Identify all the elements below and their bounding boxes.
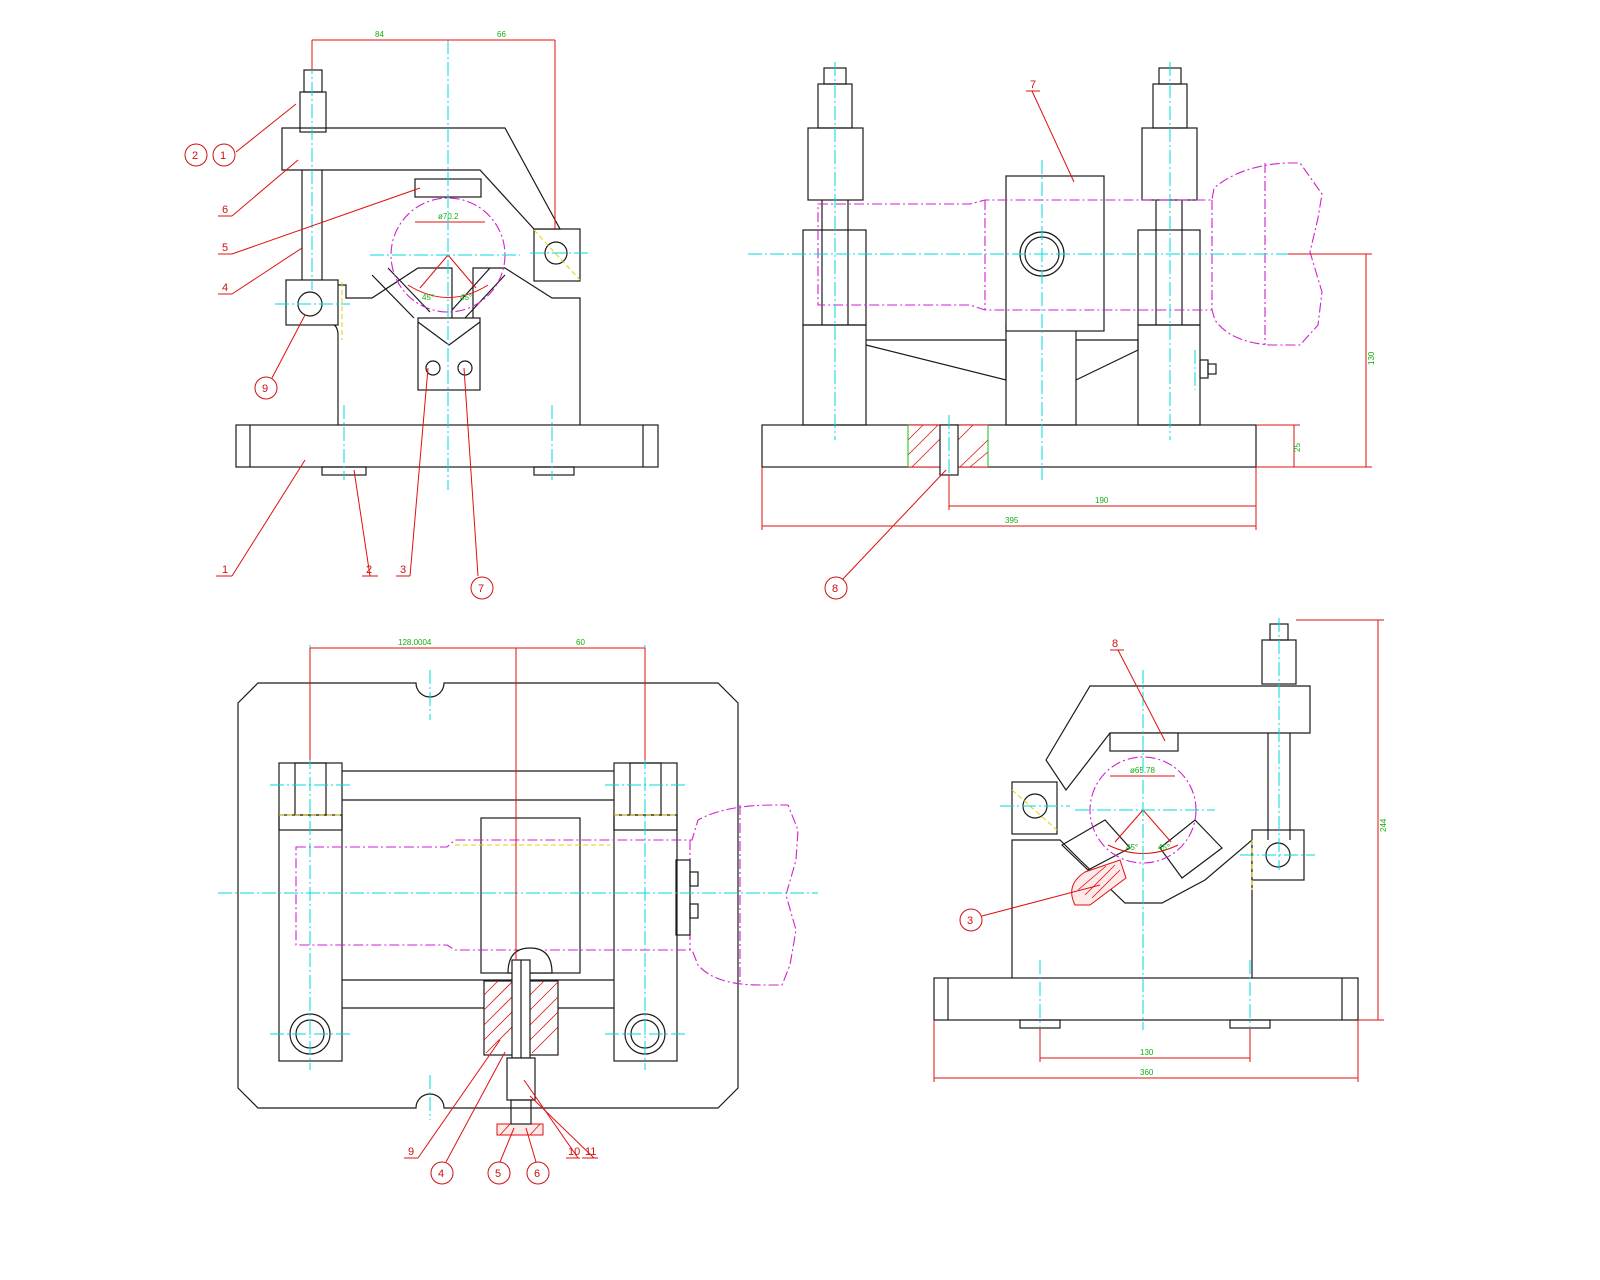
plan-balloon-5 xyxy=(487,1161,511,1185)
alt-locating-pin xyxy=(1071,859,1127,906)
svg-text:6: 6 xyxy=(534,1168,540,1180)
side-balloon-8 xyxy=(824,576,848,600)
plan-balloon-6 xyxy=(526,1161,550,1185)
alt-left-pivot xyxy=(1011,781,1058,835)
front-leader-2: 2 xyxy=(366,564,372,576)
plan-dim-left: 128.0004 xyxy=(398,638,432,647)
front-balloon-9 xyxy=(254,376,278,400)
base-plate xyxy=(235,424,659,468)
front-balloon-1 xyxy=(212,143,236,167)
plan-screw-shank xyxy=(506,1057,536,1101)
side-post-right xyxy=(1137,324,1201,426)
side-workpiece xyxy=(817,162,1323,346)
front-dim-right: 66 xyxy=(497,30,506,39)
front-leader-6: 6 xyxy=(222,204,228,216)
alt-v-guide-left xyxy=(1061,819,1131,871)
side-center-post xyxy=(1005,324,1077,426)
plan-center-block xyxy=(480,817,581,974)
front-leader-5: 5 xyxy=(222,242,228,254)
svg-text:8: 8 xyxy=(832,583,838,595)
plan-balloon-4 xyxy=(430,1161,454,1185)
front-dim-left: 84 xyxy=(375,30,384,39)
front-balloon-2 xyxy=(184,143,208,167)
alt-angle-right: 45° xyxy=(1158,843,1170,852)
front-angle-right: 45° xyxy=(460,293,472,302)
side-dim-offset: 190 xyxy=(1095,496,1109,505)
svg-text:7: 7 xyxy=(478,583,484,595)
alt-clamp-pad xyxy=(1109,732,1179,752)
alt-leader-8: 8 xyxy=(1112,638,1118,650)
alt-clamp-arm xyxy=(1045,685,1311,792)
front-leader-4: 4 xyxy=(222,282,228,294)
stud-top xyxy=(303,69,323,93)
plan-base-plate xyxy=(237,682,739,1109)
plan-dim-right: 60 xyxy=(576,638,585,647)
front-view: ø70.2 45° 45° 84 66 1 2 3 4 xyxy=(184,30,659,600)
side-dim-height: 130 xyxy=(1367,351,1376,365)
alt-base xyxy=(933,977,1359,1021)
side-dim-base: 25 xyxy=(1293,443,1302,452)
stud-nut xyxy=(299,91,327,133)
svg-text:5: 5 xyxy=(495,1168,501,1180)
svg-text:2: 2 xyxy=(192,150,198,162)
front-leader-1: 1 xyxy=(222,564,228,576)
side-base xyxy=(761,424,1257,468)
svg-text:3: 3 xyxy=(967,915,973,927)
alt-balloon-3 xyxy=(959,908,983,932)
alt-dim-width: 360 xyxy=(1140,1068,1154,1077)
plan-knob xyxy=(496,1123,544,1136)
svg-text:1: 1 xyxy=(220,150,226,162)
side-view: 130 25 190 395 7 8 xyxy=(748,62,1376,600)
alt-body xyxy=(1011,838,1253,978)
side-leader-7: 7 xyxy=(1030,79,1036,91)
front-angle-left: 45° xyxy=(422,293,434,302)
plan-leader-10: 10 xyxy=(568,1146,580,1158)
front-balloon-7 xyxy=(470,576,494,600)
alt-v-guide-right xyxy=(1159,819,1223,879)
plan-leader-11: 11 xyxy=(585,1146,596,1158)
front-leader-3: 3 xyxy=(400,564,406,576)
v-block-screw-right xyxy=(457,360,473,376)
clamp-arm xyxy=(281,127,562,230)
alt-dim-height: 244 xyxy=(1379,818,1388,832)
alt-view: ø65.78 45° 45° 244 130 360 8 xyxy=(933,618,1388,1082)
side-dim-length: 395 xyxy=(1005,516,1019,525)
plan-view: 128.0004 60 9 10 11 4 5 6 xyxy=(218,638,818,1185)
right-pivot-hole xyxy=(544,241,568,265)
plan-leader-9: 9 xyxy=(408,1146,414,1158)
v-block-screw-left xyxy=(425,360,441,376)
alt-angle-left: 45° xyxy=(1126,843,1138,852)
svg-text:9: 9 xyxy=(262,383,268,395)
front-circle-dim: ø70.2 xyxy=(438,212,459,221)
svg-text:4: 4 xyxy=(438,1168,444,1180)
alt-dim-span: 130 xyxy=(1140,1048,1154,1057)
base-foot-right xyxy=(533,466,575,476)
